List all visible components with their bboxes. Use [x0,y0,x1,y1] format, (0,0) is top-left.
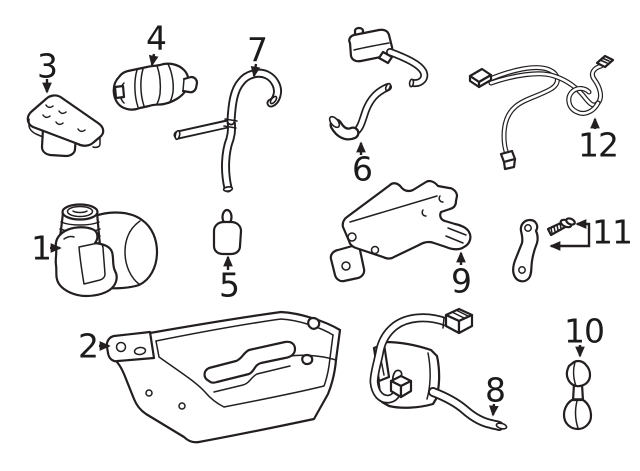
bracket-plate [26,94,105,147]
pump-can-rim [124,220,141,285]
part-2-tray-drawing [105,310,342,444]
bracket9-fold-line [349,195,438,223]
bracket-surface-ticks [42,104,86,133]
link-bottom-knob [562,398,593,431]
hose-main-core [222,118,235,191]
harness-wire-a-core [488,66,559,156]
callout-label-1[interactable]: 1 [31,228,52,268]
bracket9-hole-2 [370,245,380,255]
tray-face-hole-1 [145,389,153,397]
part-10-link-drawing [562,359,593,431]
hose-joint-collar [223,118,238,129]
tube-lower-end-cap [384,82,392,92]
tray-ear-slot [133,346,147,356]
tube-upper-end-cap [408,78,415,88]
hose-branch-end-cap [174,129,181,141]
tube-upper-core [387,49,427,86]
callout-8-arrow [489,403,499,417]
tray-inner-walls [155,334,337,408]
bracket9-foot [329,243,366,283]
part-4-silencer-drawing [112,62,199,111]
tube-lower-core [351,84,391,136]
callout-label-7[interactable]: 7 [247,30,268,70]
part-9-bracket-drawing [329,179,472,283]
callout-7-arrow [250,63,261,78]
hose-hook-end-cap [269,95,278,105]
part-8-hose-assembly-drawing [369,307,508,431]
silencer-end-notch [113,84,126,100]
silencer-ring-lines [134,68,145,108]
pump-neck-top-inner [66,205,94,218]
part-3-bracket-drawing [26,94,105,158]
connector-box-ridges [451,309,469,319]
bracket9-hole-1 [347,232,357,242]
bracket-edge-right [92,137,101,149]
silencer-cone-lines [155,63,174,106]
bracket9-ticks [421,195,444,217]
part-5-grommet-drawing [212,208,243,256]
part-11-bolt-bracket-drawing [512,217,576,283]
bracket9-plate [341,179,472,260]
tray-channel [203,340,297,384]
callout-4-arrow [148,53,159,67]
small-bracket-hole-top [524,224,532,232]
pump-housing-line [63,235,75,240]
callout-label-2[interactable]: 2 [78,326,99,366]
tray-face-hole-2 [178,402,186,410]
tube-boot-end-cap [328,115,341,129]
callout-arrows [42,53,600,417]
lower-hose-end-cap [495,422,508,430]
bracket-edge-left [28,118,44,138]
part-7-hose-drawing [173,68,282,193]
shield-inner-line [426,352,431,400]
link-top-seam [572,361,577,387]
grommet-body [212,220,243,256]
callout-label-4[interactable]: 4 [146,18,167,58]
silencer-nipple [181,75,199,94]
harness-right-connector-ribs [599,57,610,64]
tray-ear-hole [115,341,127,353]
callout-label-9[interactable]: 9 [451,261,472,301]
tray-channel-echo [213,365,291,393]
part-1-pump-drawing [54,203,159,298]
pump-housing-boss [78,242,106,285]
tray-ear [105,330,156,363]
bracket9-tab-lines [445,227,467,244]
callout-label-8[interactable]: 8 [485,370,506,410]
callout-11-bracket-lines [549,219,591,251]
connector-box-side [457,313,474,335]
harness-left-connector-side [477,73,493,89]
pump-neck-top-arc [72,210,88,214]
harness-wire-c-core [567,87,600,115]
callout-label-11[interactable]: 11 [592,212,633,252]
harness-wire-b-core [489,64,603,107]
link-top-knob [565,359,592,388]
link-bottom-seam [574,400,579,429]
hose-branch-core [175,121,231,138]
silencer-body [112,62,190,111]
callout-label-10[interactable]: 10 [564,311,605,351]
tray-peg-1 [307,316,321,330]
tray-peg-2 [301,353,314,366]
silencer-nipple-base [182,78,185,92]
bracket9-foot-hole [341,261,351,271]
fitting-cube-side [399,379,413,399]
part-6-tube-drawing [328,26,429,141]
callout-label-12[interactable]: 12 [578,125,619,165]
assembly-lower-hose-core [429,388,503,430]
small-bracket [512,218,539,283]
callout-label-6[interactable]: 6 [352,149,373,189]
callout-label-3[interactable]: 3 [37,46,58,86]
part-12-harness-drawing [468,54,615,171]
connector-collar [442,317,445,329]
harness-bottom-connector-front [502,157,517,171]
small-bracket-hole-bottom [518,266,526,274]
callout-label-5[interactable]: 5 [219,265,240,305]
hose-end-cap [222,186,234,192]
tube-flange-line [353,42,390,51]
